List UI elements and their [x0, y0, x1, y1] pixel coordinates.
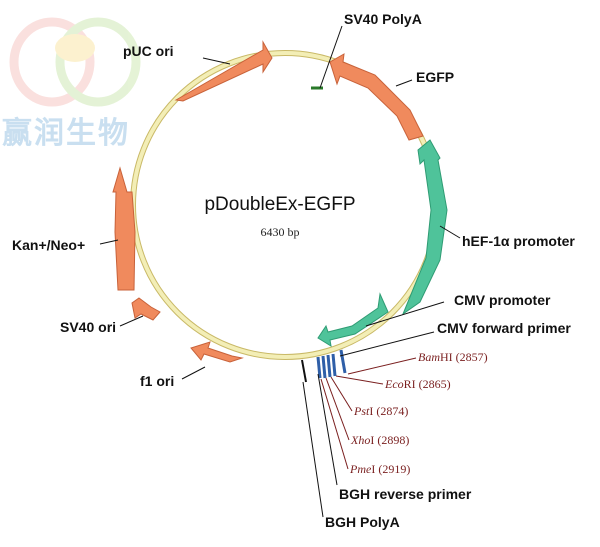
- mcs-site-markers: [316, 349, 347, 379]
- watermark: 赢润生物: [2, 17, 141, 150]
- label-cmv-promoter: CMV promoter: [454, 292, 551, 308]
- bgh-polya-marker: [301, 359, 307, 383]
- label-sv40-ori: SV40 ori: [60, 319, 116, 335]
- hef1a-promoter-arrow: [401, 139, 448, 316]
- label-egfp: EGFP: [416, 69, 454, 85]
- site-bamhi: BamHI (2857): [418, 350, 488, 364]
- label-bgh-reverse-primer: BGH reverse primer: [339, 486, 472, 502]
- plasmid-size: 6430 bp: [261, 225, 300, 239]
- label-kan-neo: Kan+/Neo+: [12, 237, 85, 253]
- label-cmv-forward-primer: CMV forward primer: [437, 320, 571, 336]
- cmv-promoter-arrow: [317, 292, 389, 348]
- kan-neo-arrow: [112, 166, 136, 291]
- egfp-arrow: [329, 53, 424, 141]
- site-pmei: PmeI (2919): [349, 462, 410, 476]
- f1-ori-arrow: [190, 341, 244, 363]
- site-ecori: EcoRI (2865): [384, 377, 451, 391]
- plasmid-name: pDoubleEx-EGFP: [204, 194, 355, 215]
- watermark-text: 赢润生物: [2, 116, 130, 150]
- double-ring-logo-icon: [9, 17, 141, 107]
- site-xhoi: XhoI (2898): [350, 433, 409, 447]
- puc-ori-arrow: [174, 40, 273, 102]
- sv40-ori-arrow: [131, 297, 161, 321]
- site-psti: PstI (2874): [353, 404, 408, 418]
- label-sv40-polya: SV40 PolyA: [344, 11, 422, 27]
- label-puc-ori: pUC ori: [123, 43, 174, 59]
- label-f1-ori: f1 ori: [140, 373, 174, 389]
- leader-lines: [99, 25, 461, 518]
- label-bgh-polya: BGH PolyA: [325, 514, 400, 530]
- label-hef1a-promoter: hEF-1α promoter: [462, 233, 575, 249]
- site-leader-lines: [320, 357, 417, 470]
